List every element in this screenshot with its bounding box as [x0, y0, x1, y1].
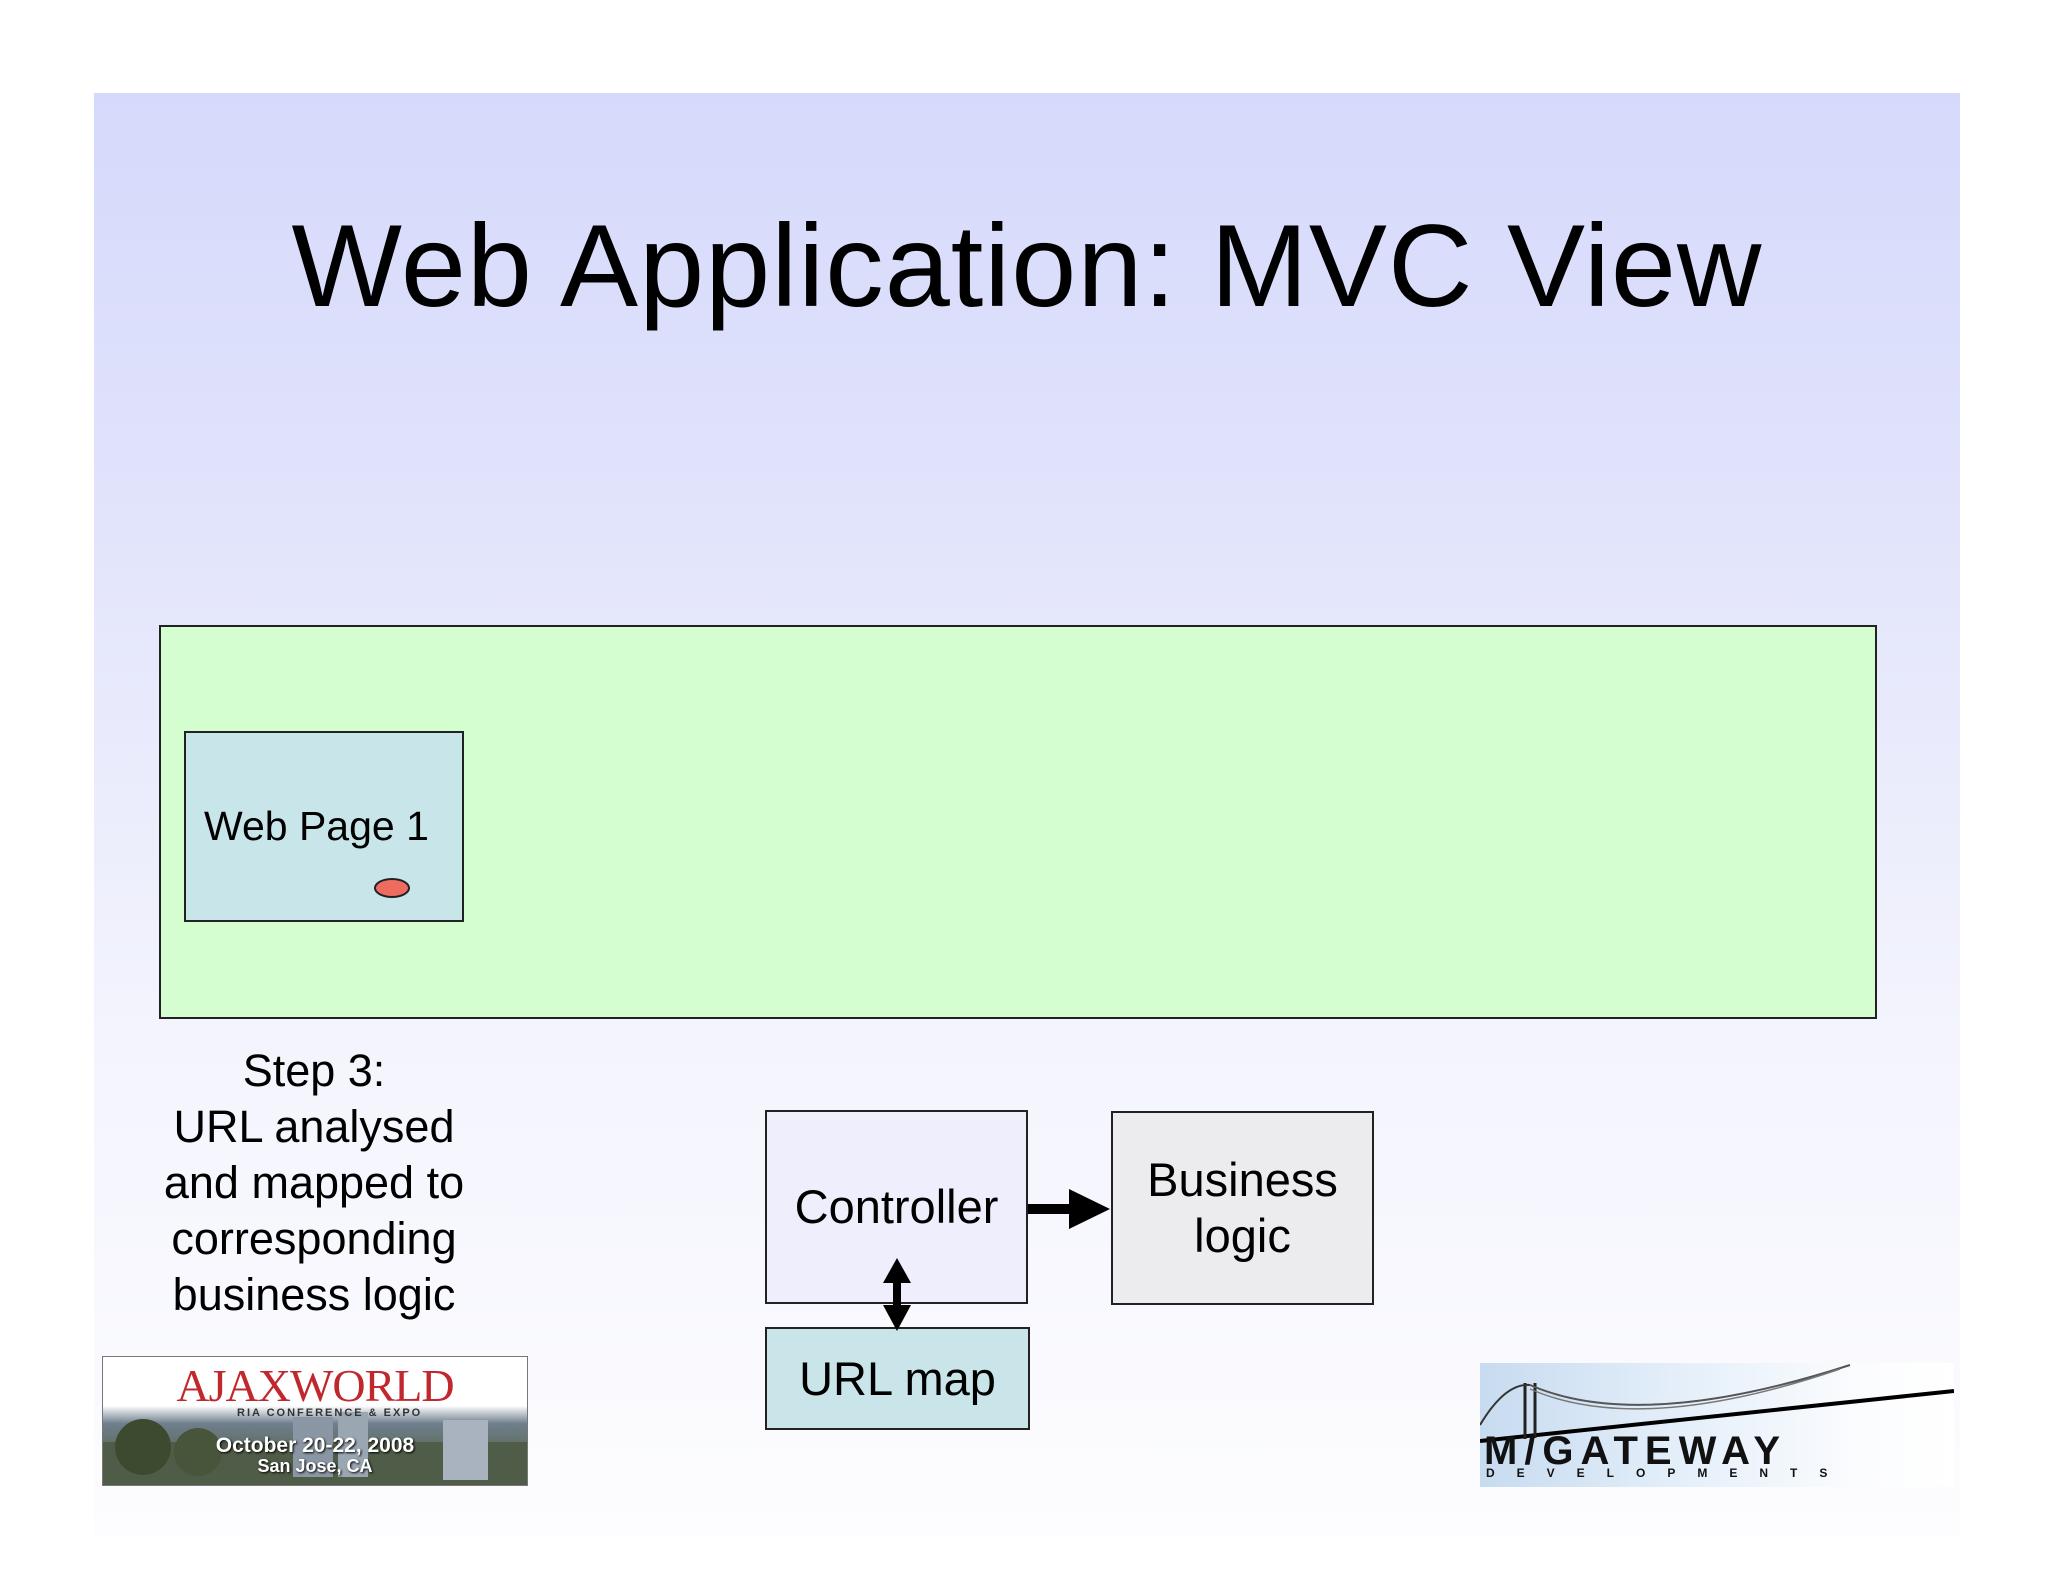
- slide-title: Web Application: MVC View: [291, 200, 1763, 331]
- ajaxworld-logo: AJAXWORLD RIA CONFERENCE & EXPO October …: [102, 1356, 528, 1486]
- step-line: URL analysed: [173, 1101, 455, 1152]
- web-page-box: Web Page 1: [184, 731, 464, 922]
- arrowhead-right: [1069, 1189, 1110, 1229]
- web-page-label: Web Page 1: [204, 803, 429, 849]
- business-logic-box: Business logic: [1111, 1111, 1374, 1305]
- ajax-logo-subtitle: RIA CONFERENCE & EXPO: [237, 1407, 423, 1419]
- bridge-icon: [1480, 1364, 1954, 1443]
- step-line: business logic: [172, 1269, 456, 1320]
- step-description: Step 3: URL analysed and mapped to corre…: [144, 1043, 484, 1323]
- link-dot: [374, 878, 410, 898]
- business-label-line: logic: [1194, 1209, 1291, 1262]
- business-label-line: Business: [1147, 1153, 1338, 1206]
- url-map-label: URL map: [799, 1351, 996, 1405]
- building-silhouette-icon: [103, 1412, 527, 1485]
- ajax-logo-city: San Jose, CA: [257, 1456, 373, 1476]
- controller-box: Controller: [765, 1110, 1028, 1304]
- controller-label: Controller: [794, 1180, 999, 1233]
- mgateway-logo: M/GATEWAY DEVELOPMENTS: [1480, 1363, 1954, 1487]
- mgateway-logo-subtitle: DEVELOPMENTS: [1486, 1466, 1850, 1480]
- slide: Web Application: MVC View Web Page 1 Ste…: [94, 93, 1960, 1535]
- ajax-logo-title: AJAXWORLD: [176, 1360, 454, 1411]
- step-line: Step 3:: [242, 1045, 386, 1096]
- step-line: corresponding: [171, 1213, 457, 1264]
- step-line: and mapped to: [163, 1157, 465, 1208]
- url-map-box: URL map: [765, 1327, 1030, 1430]
- ajax-logo-date: October 20-22, 2008: [215, 1434, 415, 1457]
- mgateway-logo-title: M/GATEWAY: [1484, 1429, 1788, 1473]
